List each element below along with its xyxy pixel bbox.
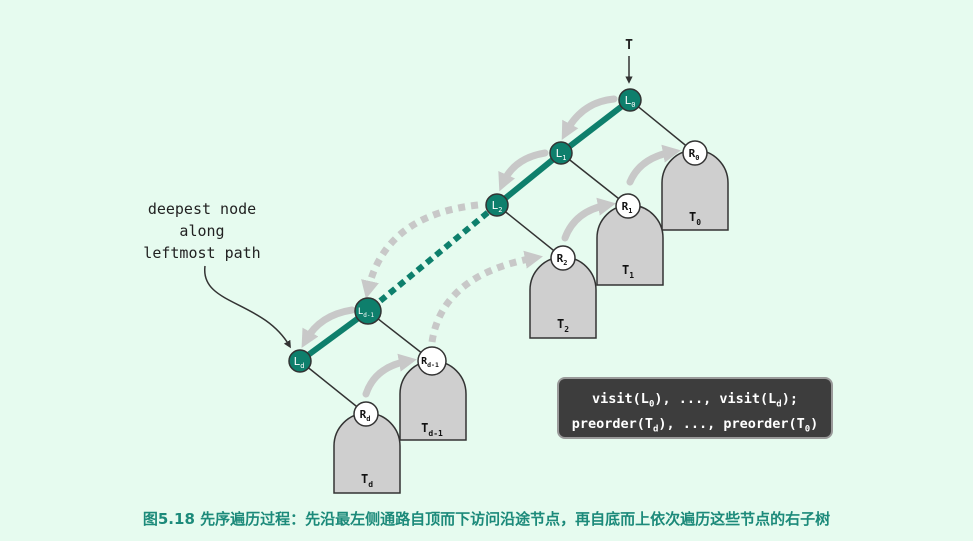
- node-rd: Rd: [353, 401, 379, 427]
- root-pointer: T: [625, 38, 633, 84]
- node-ld: Ld: [288, 349, 312, 373]
- svg-text:Ld-1: Ld-1: [358, 307, 375, 319]
- descent-arrows: [301, 95, 618, 348]
- dotted-arrows: [361, 201, 543, 343]
- code-box: visit(L0), ..., visit(Ld); preorder(Td),…: [557, 377, 833, 439]
- svg-text:Rd-1: Rd-1: [421, 356, 439, 369]
- svg-text:Rd: Rd: [360, 408, 371, 423]
- subtree-td-1: Td-1: [399, 360, 467, 441]
- svg-text:R0: R0: [689, 147, 700, 162]
- svg-text:T2: T2: [557, 317, 569, 334]
- code-line-preorder: preorder(Td), ..., preorder(T0): [571, 415, 819, 435]
- node-r2: R2: [550, 245, 576, 271]
- node-r0: R0: [682, 140, 708, 166]
- node-l1: L1: [549, 141, 573, 165]
- node-rd-1: Rd-1: [417, 346, 447, 376]
- svg-text:Td-1: Td-1: [421, 421, 443, 438]
- svg-text:L2: L2: [492, 199, 503, 214]
- subtree-arrows: [362, 144, 681, 398]
- node-l0: L0: [618, 88, 642, 112]
- svg-text:R2: R2: [557, 252, 568, 267]
- svg-text:T1: T1: [622, 263, 634, 280]
- svg-text:L1: L1: [556, 147, 567, 162]
- svg-text:R1: R1: [622, 200, 633, 215]
- annotation-arrow: [204, 265, 291, 349]
- node-ld-1: Ld-1: [354, 297, 382, 325]
- svg-text:Td: Td: [361, 472, 373, 489]
- code-line-visit: visit(L0), ..., visit(Ld);: [592, 391, 798, 410]
- node-l2: L2: [485, 193, 509, 217]
- annotation-deepest-node: deepest node along leftmost path: [120, 198, 284, 264]
- leftmost-path: [298, 97, 632, 364]
- annotation-line-1: deepest node: [147, 200, 257, 218]
- node-r1: R1: [615, 193, 641, 219]
- annotation-line-3: leftmost path: [143, 244, 261, 262]
- svg-text:T: T: [625, 38, 633, 53]
- svg-text:Ld: Ld: [294, 355, 305, 370]
- figure-caption: 图5.18 先序遍历过程：先沿最左侧通路自顶而下访问沿途节点，再自底而上依次遍历…: [142, 510, 831, 528]
- annotation-line-2: along: [179, 222, 225, 240]
- svg-text:T0: T0: [689, 210, 701, 227]
- svg-text:L0: L0: [625, 94, 636, 109]
